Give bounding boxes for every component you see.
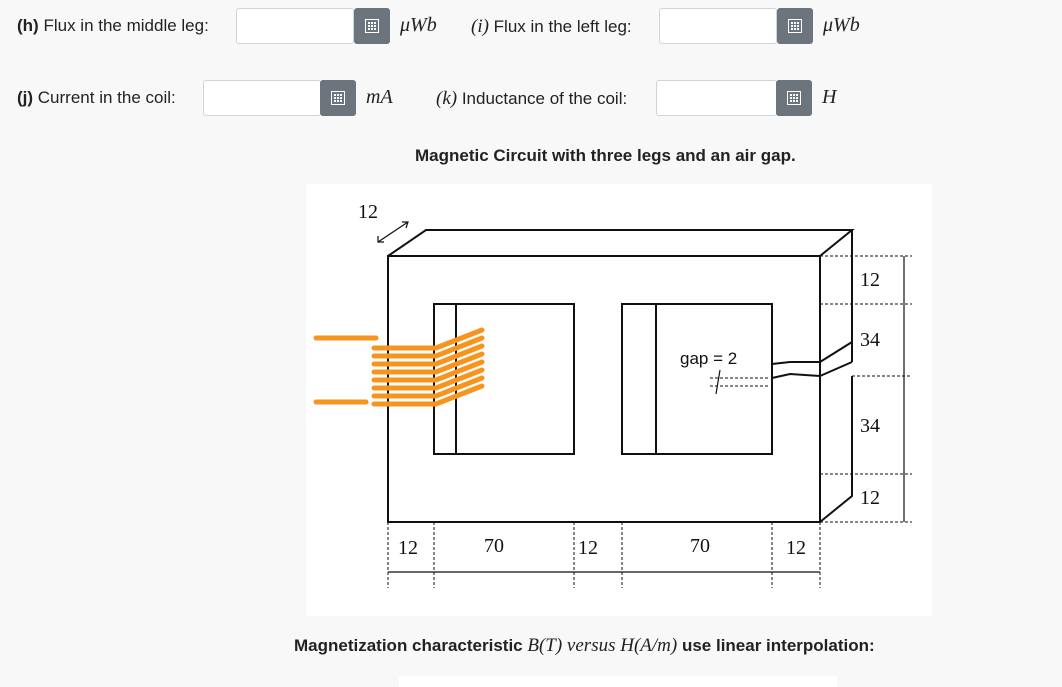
flux-middle-leg-input[interactable] (236, 8, 354, 44)
keypad-icon (365, 19, 379, 33)
flux-left-leg-unit: μWb (823, 14, 860, 36)
bottom-dim-1: 12 (398, 537, 418, 559)
question-k-label: (k) Inductance of the coil: (436, 88, 628, 109)
keypad-icon (788, 19, 802, 33)
right-dim-4: 12 (860, 487, 880, 509)
flux-middle-leg-unit: μWb (400, 14, 437, 36)
right-dim-3: 34 (860, 415, 880, 437)
magnetic-circuit-diagram: 12 gap = 2 12 34 34 (313, 201, 912, 588)
keypad-icon (787, 91, 801, 105)
coil-current-keypad-button[interactable] (320, 80, 356, 116)
bottom-dim-5: 12 (786, 537, 806, 559)
coil-current-unit: mA (366, 86, 393, 108)
coil-inductance-keypad-button[interactable] (776, 80, 812, 116)
coil-winding (313, 327, 485, 407)
flux-left-leg-keypad-button[interactable] (777, 8, 813, 44)
coil-current-input[interactable] (203, 80, 321, 116)
right-dim-2: 34 (860, 329, 880, 351)
question-h-label: (h) Flux in the middle leg: (17, 16, 209, 35)
keypad-icon (331, 91, 345, 105)
bh-curve-caption: Magnetization characteristic B(T) versus… (294, 635, 875, 656)
flux-left-leg-input[interactable] (659, 8, 777, 44)
question-i-label: (i) Flux in the left leg: (471, 16, 632, 37)
coil-inductance-unit: H (822, 86, 837, 108)
right-dim-1: 12 (860, 269, 880, 291)
magnetic-circuit-figure: 12 gap = 2 12 34 34 (306, 184, 932, 616)
right-window (621, 303, 773, 455)
flux-middle-leg-keypad-button[interactable] (354, 8, 390, 44)
bh-table-top (399, 676, 837, 687)
gap-label: gap = 2 (680, 349, 737, 368)
question-j-label: (j) Current in the coil: (17, 88, 176, 107)
bottom-dim-3: 12 (578, 537, 598, 559)
core-top-face (387, 229, 855, 257)
bottom-dim-4: 70 (690, 535, 710, 557)
bottom-dim-2: 70 (484, 535, 504, 557)
figure-title: Magnetic Circuit with three legs and an … (415, 146, 796, 165)
coil-inductance-input[interactable] (656, 80, 777, 116)
depth-dimension-label: 12 (358, 201, 378, 223)
